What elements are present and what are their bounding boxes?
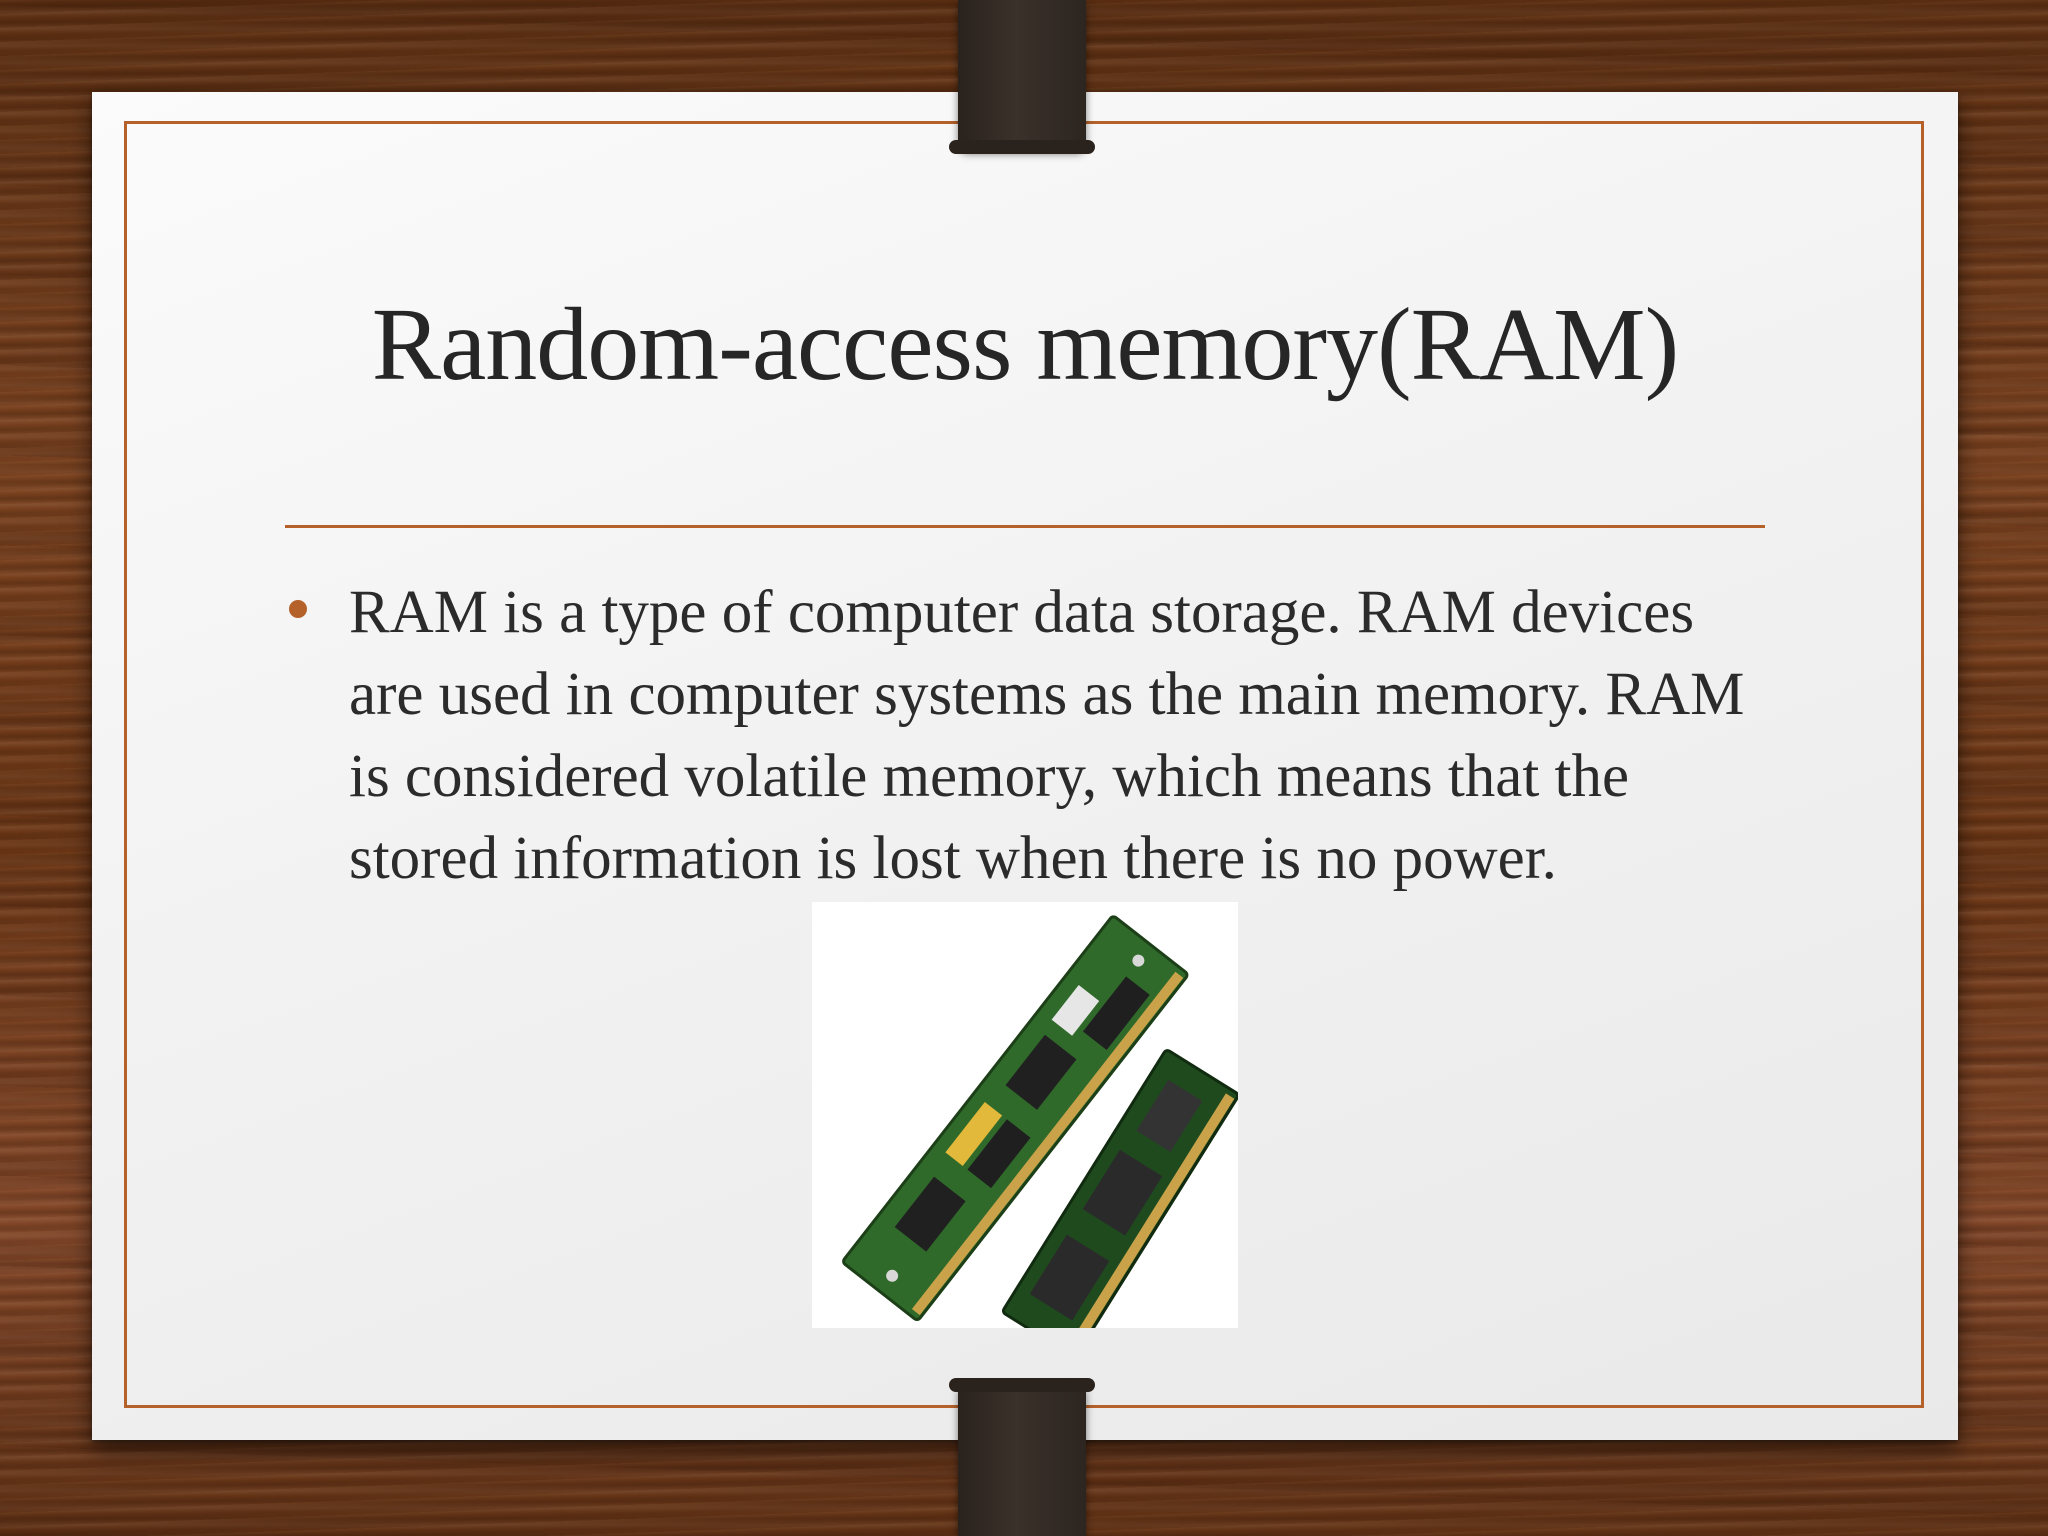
bottom-clip-cap (949, 1378, 1095, 1392)
bullet-text: RAM is a type of computer data storage. … (349, 579, 1745, 892)
ram-modules-illustration (842, 915, 1238, 1328)
bullet-item: RAM is a type of computer data storage. … (285, 572, 1765, 900)
top-clip-strap (958, 0, 1086, 150)
title-divider (285, 525, 1765, 528)
bullet-dot-icon (289, 600, 307, 618)
top-clip-cap (949, 140, 1095, 154)
ram-modules-photo (812, 902, 1238, 1328)
bottom-clip-strap (958, 1382, 1086, 1536)
slide-title: Random-access memory(RAM) (371, 287, 1679, 402)
bullet-list: RAM is a type of computer data storage. … (285, 572, 1765, 900)
